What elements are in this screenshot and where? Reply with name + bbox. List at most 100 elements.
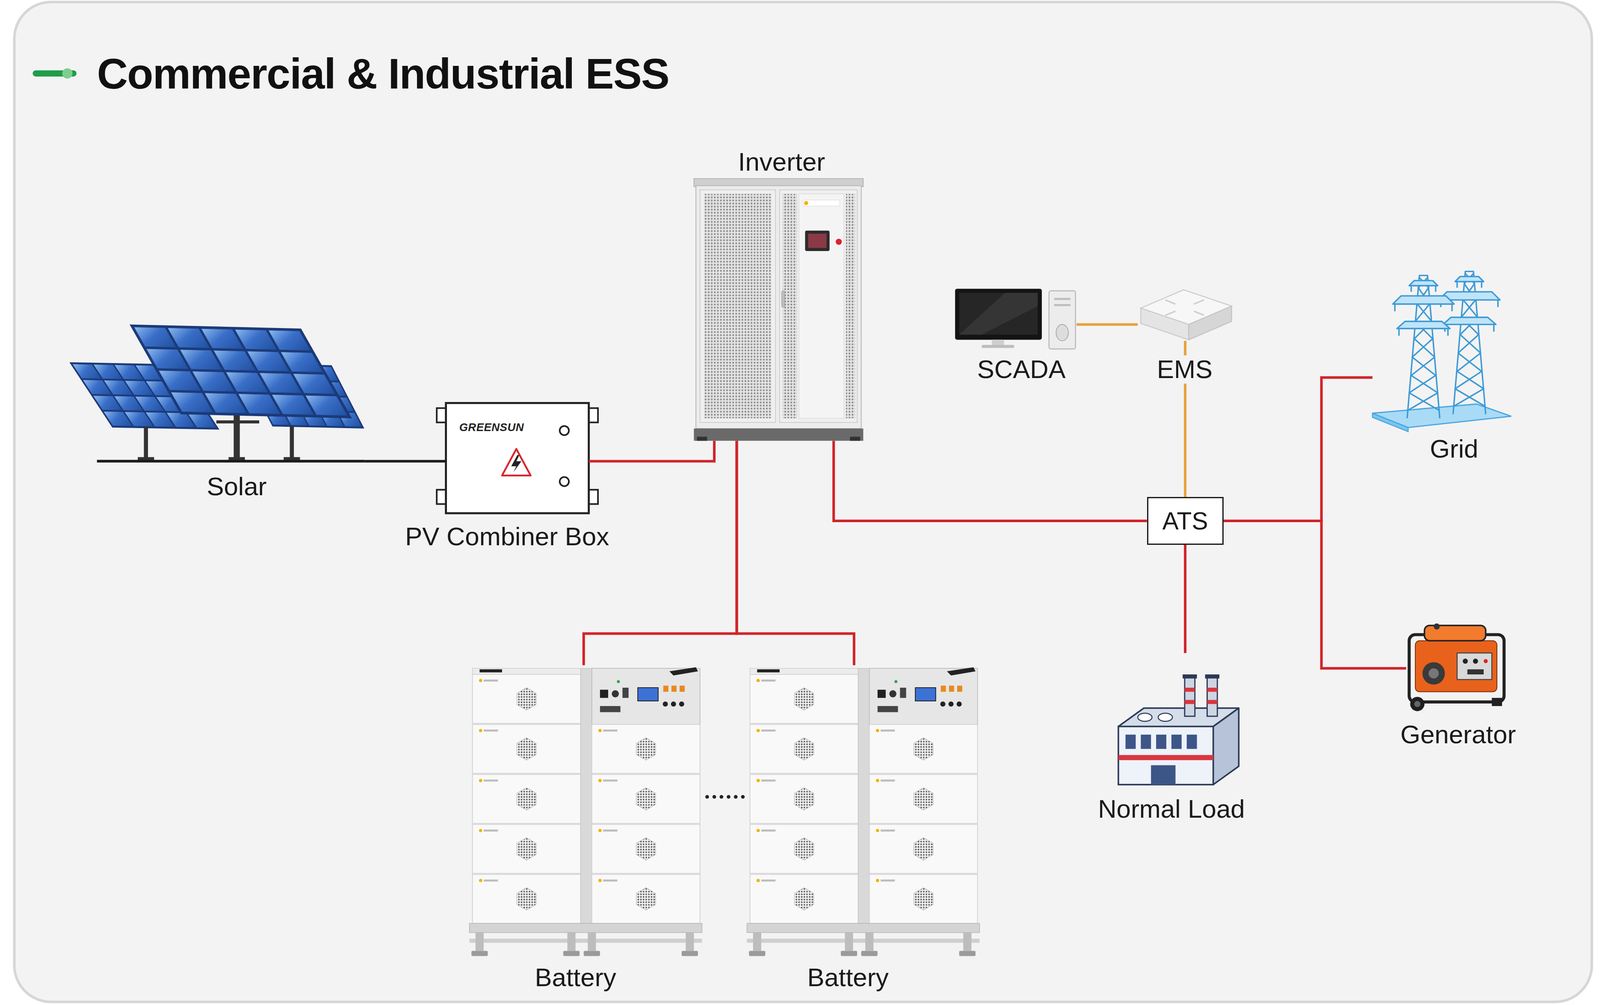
inverter-cabinet: [804, 230, 830, 252]
factory-icon: [1184, 687, 1195, 693]
component-label: PV Combiner Box: [402, 522, 612, 551]
component-box: Generator: [1406, 622, 1509, 713]
factory-icon: [1182, 674, 1197, 679]
component-label: EMS: [1154, 355, 1216, 384]
combiner-box-drawing: [446, 402, 589, 514]
component-box: Inverter: [693, 178, 864, 441]
power-wire: [736, 440, 855, 666]
power-wire: [1183, 544, 1187, 654]
diagram-title: Commercial & Industrial ESS: [97, 50, 670, 98]
component-label: Solar: [204, 472, 270, 501]
background-panel: [14, 2, 1592, 1003]
scada-computer: [1054, 298, 1071, 301]
factory-icon: [1158, 713, 1173, 722]
solar-array: [129, 324, 352, 419]
scada-computer: [959, 292, 1039, 335]
scada-computer: [955, 288, 1042, 340]
generator-icon: [1483, 659, 1488, 664]
inverter-cabinet: [693, 178, 864, 441]
generator-icon: [1472, 658, 1479, 664]
component-label: Inverter: [735, 147, 828, 177]
power-wire: [1223, 377, 1373, 521]
factory-icon: [1125, 734, 1136, 749]
scada-computer: [1055, 324, 1069, 341]
component-label: Grid: [1427, 434, 1481, 464]
generator-icon: [1415, 640, 1497, 692]
generator-icon: [1410, 696, 1425, 711]
brand-text: GREENSUN: [459, 421, 524, 434]
scada-computer: [959, 292, 1039, 335]
battery-racks: [741, 795, 746, 799]
component-box: Normal Load: [1112, 653, 1240, 788]
solar-array: [69, 324, 364, 462]
battery-racks: [712, 795, 717, 799]
combiner-box-drawing: [559, 476, 569, 486]
inverter-cabinet: [798, 193, 844, 419]
generator-icon: [1428, 668, 1439, 679]
inverter-cabinet: [808, 233, 827, 248]
inverter-cabinet: [781, 290, 785, 308]
inverter-cabinet: [779, 189, 858, 423]
factory-icon: [1206, 687, 1218, 693]
component-label: Normal Load: [1095, 795, 1248, 824]
component-label: Battery: [532, 963, 619, 992]
component-box: Grid: [1372, 268, 1511, 429]
battery-racks: [719, 795, 724, 799]
generator-icon: [1424, 625, 1486, 641]
generator-icon: [1409, 634, 1505, 702]
factory-icon: [1184, 700, 1195, 705]
inverter-cabinet: [804, 201, 809, 206]
ems-router: [1140, 289, 1232, 341]
power-wire: [364, 459, 447, 463]
factory-icon: [1156, 734, 1167, 749]
battery-racks: [726, 795, 731, 799]
power-wire: [583, 440, 737, 666]
grid-towers: [1372, 271, 1512, 432]
generator-icon: [1457, 653, 1492, 680]
ems-router: [1140, 308, 1189, 341]
battery-racks: [469, 667, 980, 956]
generator-icon: [1433, 623, 1440, 630]
factory-icon: [1137, 713, 1152, 722]
factory-icon: [1186, 734, 1198, 749]
combiner-box-drawing: [502, 449, 531, 476]
component-label: Battery: [804, 963, 892, 992]
component-box: Solar: [69, 324, 365, 465]
factory-icon: [1118, 674, 1240, 785]
inverter-cabinet: [693, 428, 864, 441]
inverter-cabinet: [695, 185, 861, 429]
component-box: SCADA: [954, 287, 1077, 349]
switch-box: ATS: [1147, 496, 1224, 545]
scada-computer: [955, 288, 1076, 349]
generator-icon: [1409, 623, 1505, 712]
inverter-cabinet: [845, 193, 855, 419]
solar-array: [233, 413, 240, 462]
battery-racks: [733, 795, 738, 799]
component-label: SCADA: [974, 355, 1069, 384]
scada-computer: [1049, 290, 1076, 349]
battery-racks: [469, 667, 703, 956]
factory-icon: [1213, 708, 1240, 785]
grid-towers: [1392, 275, 1455, 419]
factory-icon: [1184, 677, 1195, 717]
power-wire: [833, 440, 1148, 521]
component-label: Generator: [1397, 720, 1519, 749]
factory-icon: [1206, 677, 1218, 717]
inverter-cabinet: [803, 200, 840, 207]
node-text: ATS: [1162, 507, 1209, 535]
factory-icon: [1206, 700, 1218, 705]
solar-array: [97, 459, 365, 463]
factory-icon: [1118, 754, 1214, 761]
inverter-cabinet: [835, 238, 842, 245]
component-box: EMS: [1137, 287, 1232, 341]
power-wire: [1223, 520, 1407, 669]
combiner-box-drawing: [559, 425, 569, 435]
battery-racks: [746, 667, 980, 956]
signal-wire: [1076, 323, 1138, 326]
grid-towers: [1372, 404, 1512, 428]
grid-towers: [1438, 271, 1500, 415]
combiner-box-drawing: [436, 402, 598, 514]
component-box: GREENSUNPV Combiner Box: [446, 402, 589, 514]
factory-icon: [1205, 674, 1220, 679]
